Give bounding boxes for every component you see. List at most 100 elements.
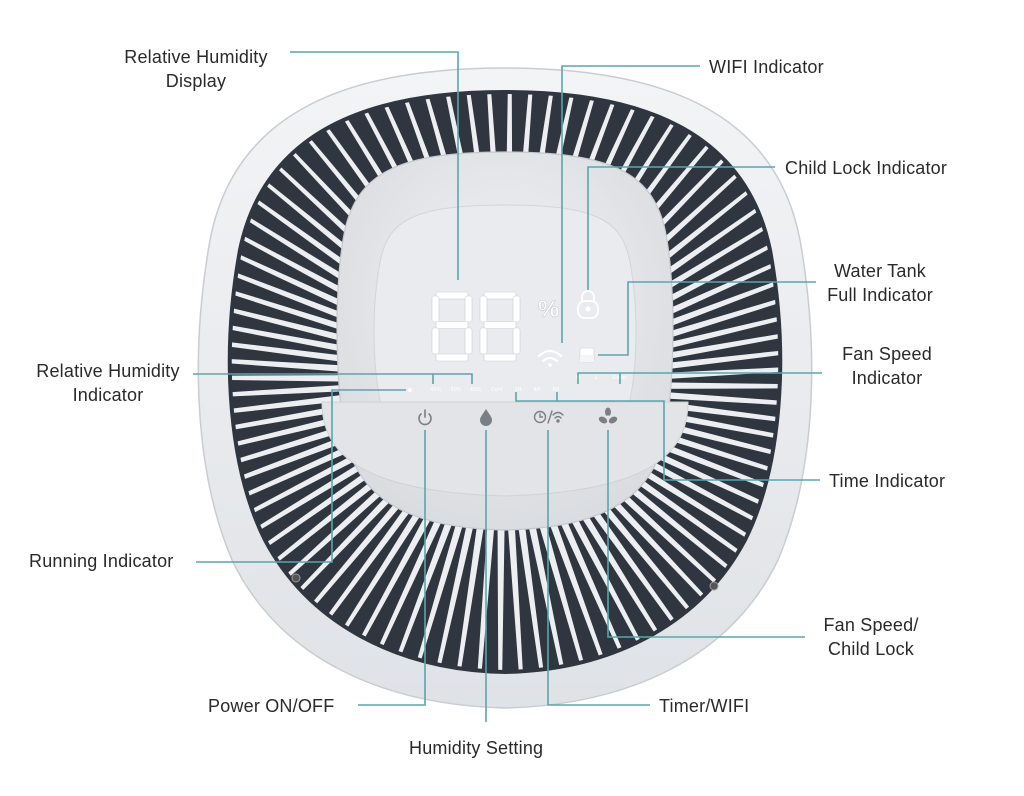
grille-slat: [480, 519, 499, 672]
label-relative-humidity-display: Relative Humidity Display: [112, 45, 280, 93]
label-line: Relative Humidity: [36, 361, 180, 381]
grille-slat: [654, 348, 781, 374]
grille-slat: [596, 490, 718, 625]
screw: [291, 573, 301, 583]
grille-slat: [269, 479, 401, 607]
indicator-label: 8H: [553, 387, 560, 393]
fan-icon: [598, 407, 618, 424]
grille-slat: [588, 495, 701, 636]
label-line: Power ON/OFF: [208, 696, 335, 716]
label-line: Indicator: [851, 368, 923, 388]
percent-sign: %: [538, 296, 559, 323]
grille-slat: [633, 218, 781, 314]
grille-slat: [376, 509, 450, 668]
grille-slat: [653, 397, 781, 425]
grille-slat: [642, 253, 781, 330]
grille-slat: [603, 484, 734, 613]
label-line: Relative Humidity: [124, 47, 268, 67]
label-line: Indicator: [72, 385, 144, 405]
grille-slat: [337, 501, 433, 652]
label-line: Water Tank: [833, 261, 927, 281]
label-line: Display: [165, 71, 227, 91]
display-segment: [483, 291, 517, 300]
display-segment: [431, 295, 440, 323]
grille-slat: [653, 328, 781, 365]
display-segment: [483, 321, 517, 329]
grille-slat: [610, 478, 749, 599]
label-line: Fan Speed: [842, 344, 932, 364]
grille-slat: [229, 417, 361, 474]
droplet-icon: [480, 409, 492, 426]
label-power-on-off: Power ON/OFF: [208, 694, 334, 718]
label-water-tank-full-indicator: Water Tank Full Indicator: [815, 259, 945, 307]
indicator-label: Cont: [491, 387, 503, 393]
power-button[interactable]: [418, 409, 432, 426]
grille-slat: [229, 399, 357, 436]
label-timer-wifi: Timer/WIFI: [659, 694, 749, 718]
grille-slat: [524, 518, 563, 672]
label-wifi-indicator: WIFI Indicator: [709, 55, 824, 79]
humidity-setting-button[interactable]: [480, 409, 492, 426]
indicator-label: 4H: [534, 387, 541, 393]
label-line: Time Indicator: [829, 471, 946, 491]
indicator-label: L: [595, 375, 598, 381]
grille-slat: [396, 512, 459, 672]
grille-slat: [285, 485, 408, 619]
display-segment: [483, 353, 517, 362]
grille-slat: [533, 516, 584, 672]
grille-slat: [459, 518, 488, 672]
grille-slat: [571, 504, 665, 656]
time-indicator-row: 2H 4H 8H: [515, 387, 560, 393]
grille-slat: [229, 339, 357, 367]
power-icon: [418, 409, 432, 426]
display-segment: [464, 295, 473, 323]
water-tank-icon: [579, 347, 595, 363]
indicator-label: 40%: [430, 387, 441, 393]
label-time-indicator: Time Indicator: [829, 469, 945, 493]
label-running-indicator: Running Indicator: [29, 549, 174, 573]
timer-wifi-icon: [533, 410, 564, 424]
label-line: Full Indicator: [827, 285, 933, 305]
grille-slat: [651, 309, 781, 356]
display-segment: [431, 327, 440, 355]
display-segment: [479, 295, 488, 323]
grille-slat: [229, 359, 356, 376]
grille-slat: [502, 520, 520, 672]
grille-slat: [319, 496, 424, 642]
label-humidity-setting: Humidity Setting: [409, 736, 543, 760]
display-segment: [512, 327, 521, 355]
display-segment: [435, 291, 469, 300]
label-line: Fan Speed/: [823, 615, 919, 635]
indicator-label: 2H: [515, 387, 522, 393]
grille-slat: [514, 519, 542, 672]
display-segment: [435, 353, 469, 362]
screw: [709, 581, 719, 591]
grille-slat: [437, 517, 479, 672]
leader-lines: [193, 51, 822, 722]
running-indicator-dot: [408, 388, 412, 392]
grille-slat: [543, 514, 605, 672]
humidity-indicator-row: 40% 50% 60% Cont: [430, 387, 502, 393]
display-segment: [464, 327, 473, 355]
label-fan-speed-indicator: Fan Speed Indicator: [830, 342, 944, 390]
indicator-label: 50%: [450, 387, 461, 393]
fan-speed-child-lock-button[interactable]: [598, 407, 619, 425]
label-line: Timer/WIFI: [659, 696, 750, 716]
grille-slat: [649, 415, 781, 464]
grille-slat: [654, 388, 781, 405]
grille-slat: [623, 464, 776, 569]
label-line: Humidity Setting: [409, 738, 544, 758]
label-relative-humidity-indicator: Relative Humidity Indicator: [24, 359, 192, 407]
grille-slat: [638, 235, 781, 322]
timer-wifi-button[interactable]: [533, 410, 564, 424]
grille-slat: [229, 408, 359, 455]
grille-slat: [562, 508, 645, 664]
grille-slat: [301, 491, 416, 631]
grille-slat: [229, 245, 371, 323]
display-segment: [435, 321, 469, 329]
button-strip: [321, 401, 689, 497]
grille-slat: [356, 505, 441, 661]
indicator-label: Sleep: [612, 375, 626, 381]
indicator-label: 60%: [470, 387, 481, 393]
grille-slat: [229, 390, 356, 416]
